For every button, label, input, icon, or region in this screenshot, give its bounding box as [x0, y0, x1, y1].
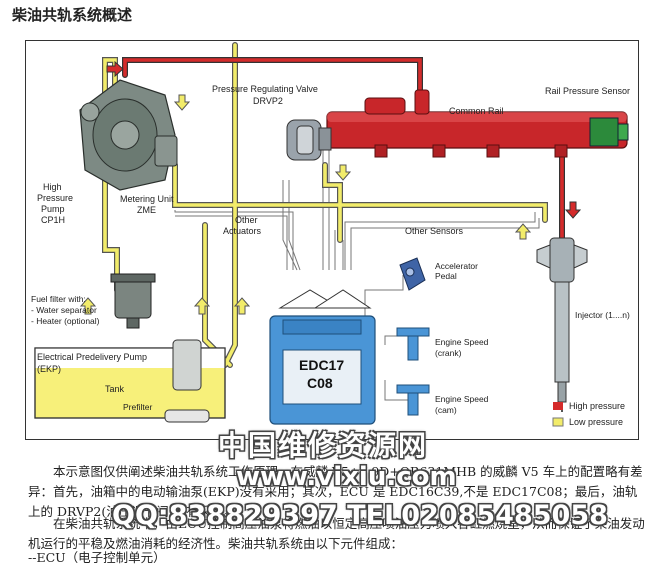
- label-prv-2: DRVP2: [253, 96, 283, 106]
- watermark-line-2: www.vixiu.com: [236, 462, 457, 492]
- label-prv-1: Pressure Regulating Valve: [212, 84, 318, 94]
- label-accelerator-2: Pedal: [435, 271, 457, 281]
- label-metering-unit-2: ZME: [137, 205, 156, 215]
- body-list-item: --ECU（电子控制单元）: [28, 550, 166, 565]
- label-rail-pressure-sensor: Rail Pressure Sensor: [545, 86, 630, 96]
- pressure-regulating-valve: [286, 119, 332, 161]
- label-prefilter: Prefilter: [123, 402, 152, 412]
- engine-speed-sensors: [396, 327, 430, 416]
- ecu-unit: [269, 289, 376, 425]
- legend: High pressure Low pressure: [552, 401, 625, 427]
- legend-label-low: Low pressure: [569, 417, 623, 427]
- accelerator-pedal: [399, 257, 426, 291]
- diagram-labels: High Pressure Pump CP1H Metering Unit ZM…: [31, 84, 630, 415]
- label-hp-pump-1: High: [43, 182, 62, 192]
- flow-arrows: [79, 94, 532, 315]
- body-paragraph-2: 在柴油共轨系统中，由ECU控制高压油泵将燃油以恒定高压喷油压力喷入各缸燃烧室，从…: [28, 516, 645, 551]
- high-pressure-pump: [79, 79, 178, 191]
- legend-swatch-high: [553, 402, 563, 410]
- label-fuel-filter-2: - Water separator: [31, 305, 97, 315]
- label-engine-speed-crank-1: Engine Speed: [435, 337, 489, 347]
- watermark-line-1: 中国维修资源网: [218, 429, 429, 462]
- legend-label-high: High pressure: [569, 401, 625, 411]
- label-engine-speed-cam-1: Engine Speed: [435, 394, 489, 404]
- label-epp-2: (EKP): [37, 364, 61, 374]
- injector: [536, 237, 588, 412]
- ecu-label-2: C08: [307, 375, 333, 391]
- label-other-sensors: Other Sensors: [405, 226, 464, 236]
- body-paragraph-1: 本示意图仅供阐述柴油共轨系统工作原理，在威麟 V5+1.9D+QR631MHB …: [28, 464, 643, 519]
- label-other-actuators-2: Actuators: [223, 226, 262, 236]
- label-engine-speed-crank-2: (crank): [435, 348, 462, 358]
- label-fuel-filter-3: - Heater (optional): [31, 316, 100, 326]
- label-fuel-filter-1: Fuel filter with:: [31, 294, 86, 304]
- fuel-tank: [34, 339, 226, 423]
- label-hp-pump-4: CP1H: [41, 215, 65, 225]
- fuel-filter: [110, 273, 156, 329]
- label-engine-speed-cam-2: (cam): [435, 405, 457, 415]
- label-tank: Tank: [105, 384, 125, 394]
- legend-swatch-low: [552, 417, 564, 427]
- label-common-rail: Common Rail: [449, 106, 504, 116]
- ecu-label-1: EDC17: [299, 357, 344, 373]
- common-rail-diagram: High pressure Low pressure High Pressure…: [25, 40, 639, 440]
- label-hp-pump-3: Pump: [41, 204, 65, 214]
- label-metering-unit-1: Metering Unit: [120, 194, 174, 204]
- label-injector: Injector (1....n): [575, 310, 630, 320]
- signal-wires: [174, 150, 540, 401]
- watermark-line-3: QQ:838829397 TEL02085485058: [112, 500, 608, 531]
- label-hp-pump-2: Pressure: [37, 193, 73, 203]
- page-title: 柴油共轨系统概述: [12, 6, 133, 24]
- label-accelerator-1: Accelerator: [435, 261, 478, 271]
- common-rail: [326, 89, 629, 158]
- label-epp-1: Electrical Predelivery Pump: [37, 352, 147, 362]
- high-pressure-lines: [122, 57, 565, 243]
- label-other-actuators-1: Other: [235, 215, 258, 225]
